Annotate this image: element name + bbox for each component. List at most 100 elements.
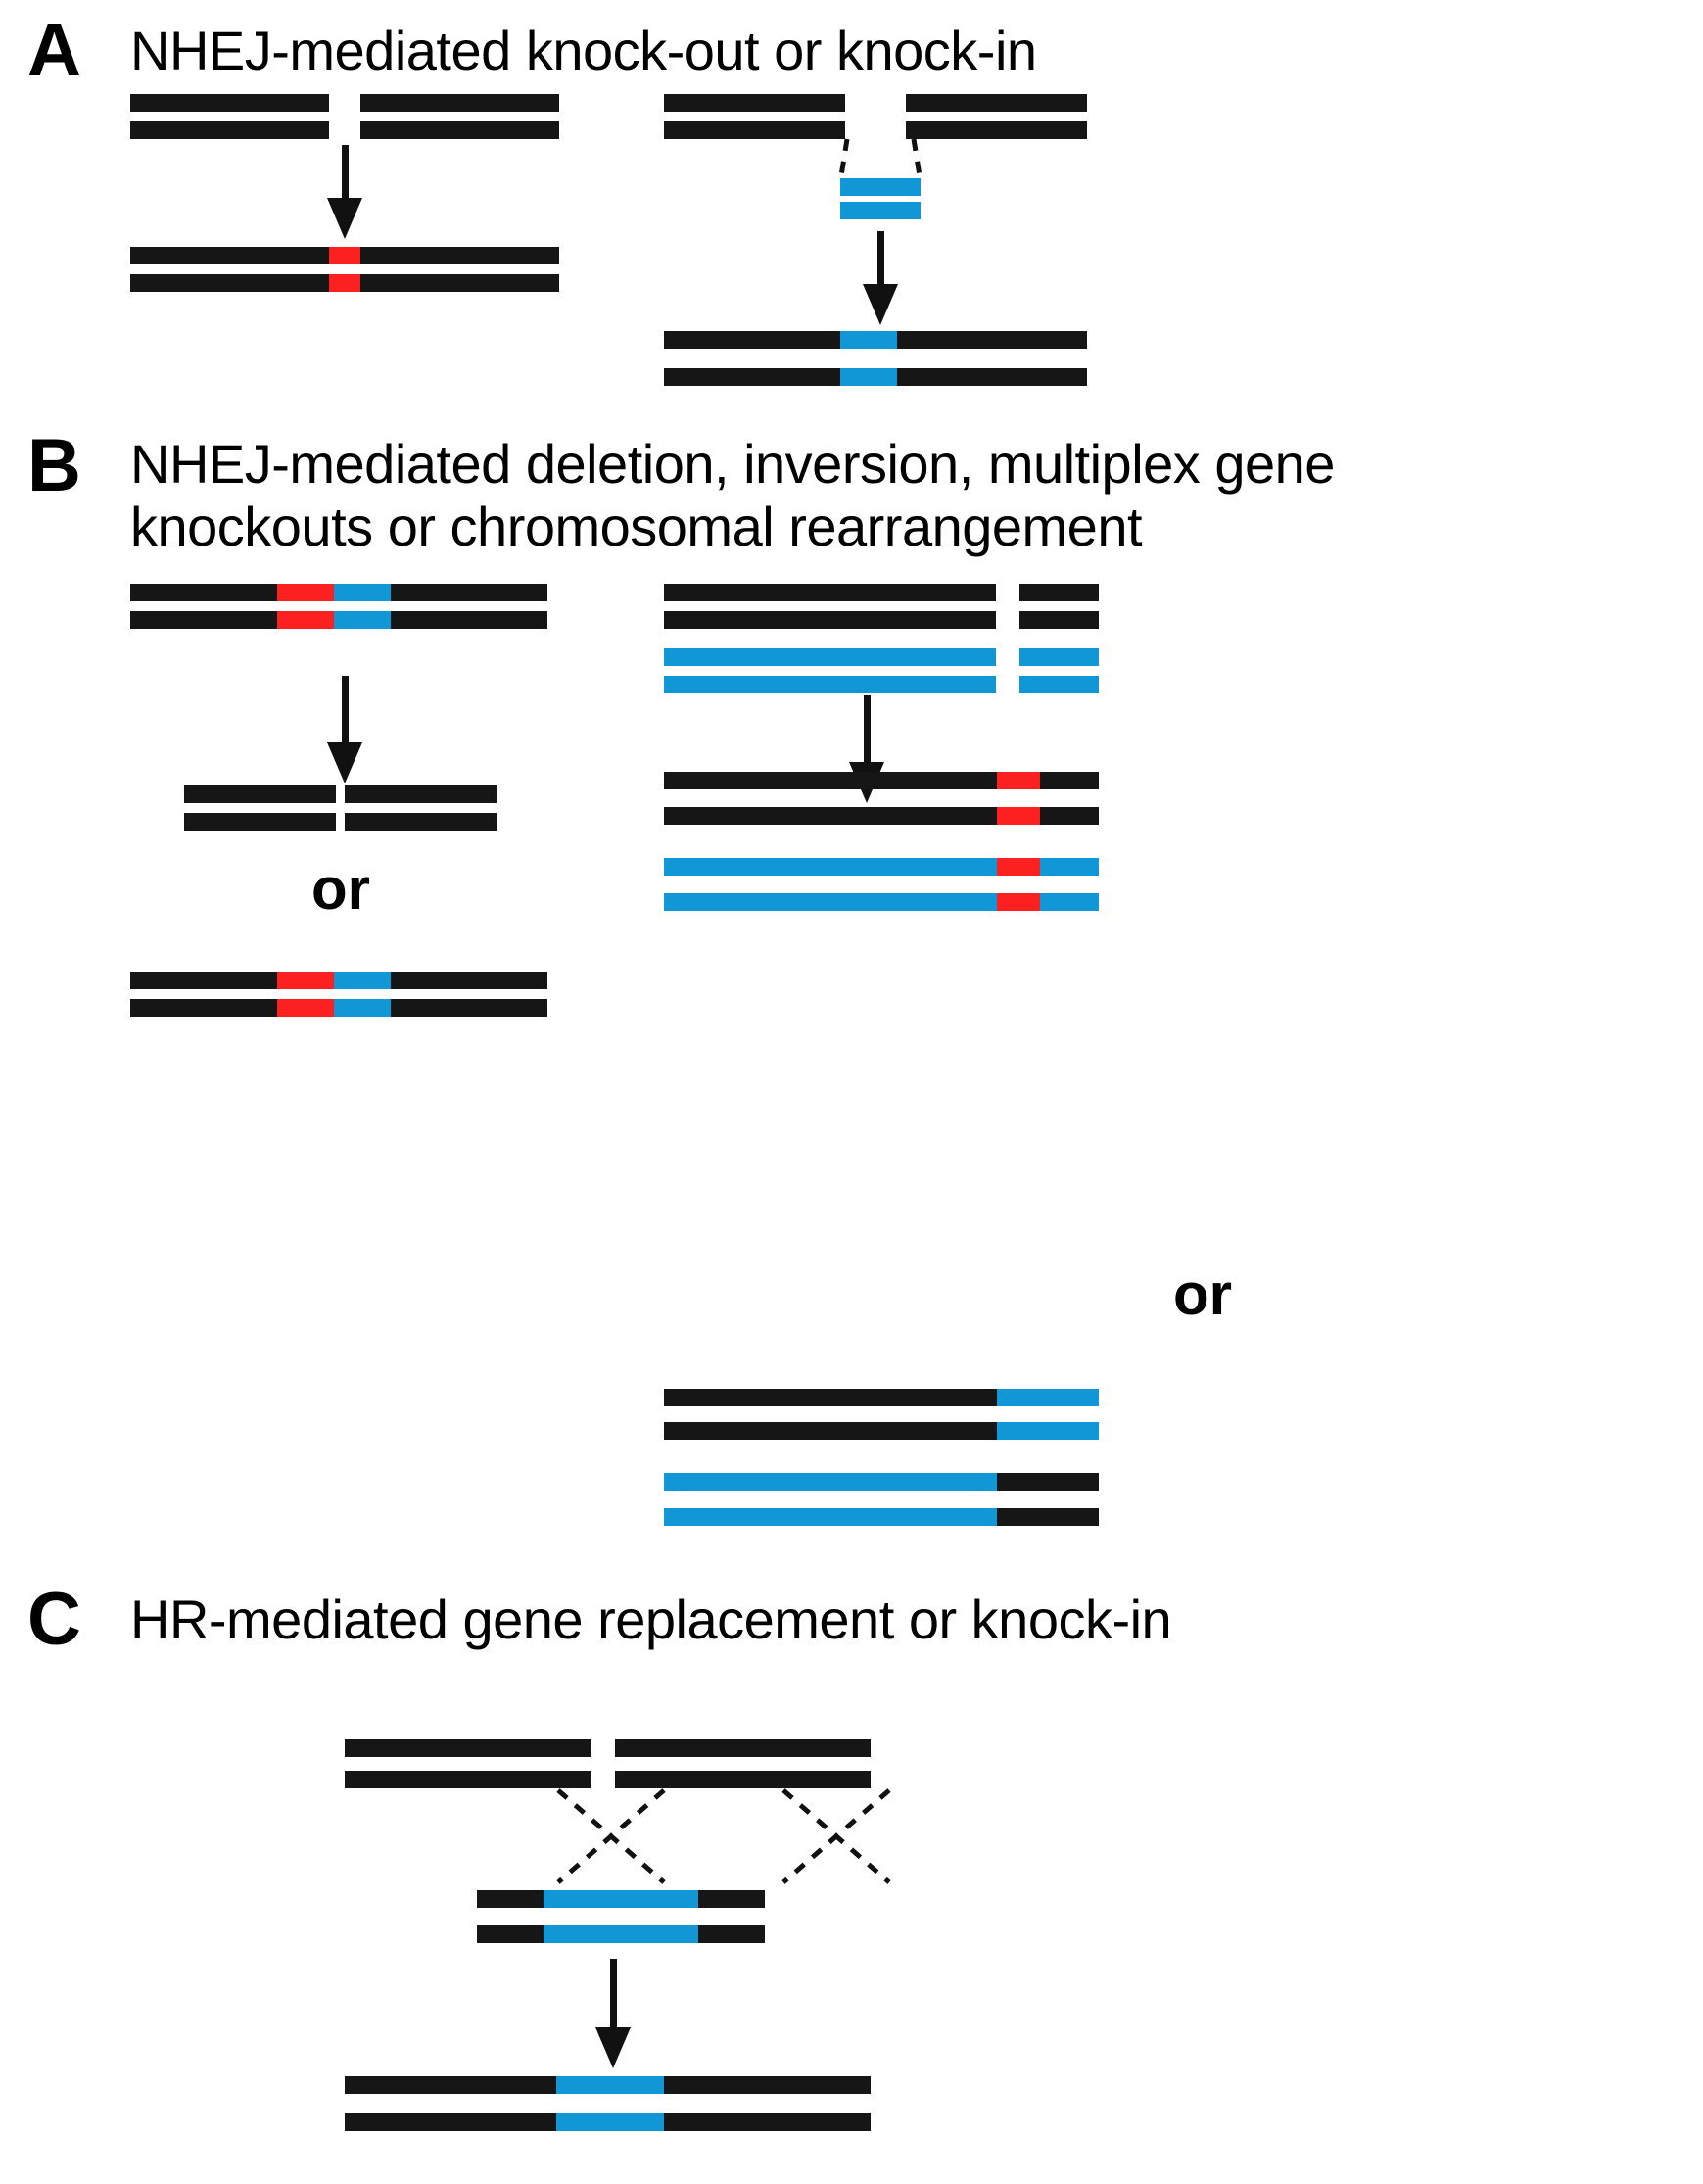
dna-segment-black <box>391 611 547 629</box>
dna-segment-black <box>1040 807 1099 825</box>
dna-segment-black <box>664 772 997 789</box>
dna-segment-black <box>664 2113 871 2131</box>
dna-segment-black <box>664 611 996 629</box>
dna-segment-black <box>360 121 559 139</box>
dna-segment-black <box>906 121 1087 139</box>
dna-segment-target-red <box>277 611 334 629</box>
dna-segment-black <box>360 274 559 292</box>
dna-segment-black <box>130 247 329 264</box>
panel-a-title: NHEJ-mediated knock-out or knock-in <box>130 20 1037 81</box>
dna-segment-donor-blue <box>1019 676 1099 693</box>
dna-segment-target-red <box>277 972 334 989</box>
dna-segment-black <box>130 999 277 1017</box>
dna-segment-donor-blue <box>840 178 921 196</box>
panel-a-left-after-strand-bottom <box>130 274 559 292</box>
dna-segment-black <box>345 813 497 831</box>
panel-a-right-donor-strand-bottom <box>840 202 921 219</box>
dna-segment-black <box>184 813 336 831</box>
dna-segment-black <box>897 368 1087 386</box>
dna-segment-gap <box>591 1771 615 1788</box>
dna-segment-black <box>391 999 547 1017</box>
dna-segment-homology-arm <box>477 1890 544 1908</box>
dna-segment-donor-blue <box>1019 648 1099 666</box>
dna-segment-black <box>1019 584 1099 601</box>
dna-segment-donor-blue <box>997 1389 1099 1406</box>
dna-segment-target-blue <box>334 972 391 989</box>
panel-b-left-or-label: or <box>311 856 370 922</box>
dna-segment-donor-blue <box>840 368 897 386</box>
dna-segment-black <box>664 1389 997 1406</box>
dna-segment-mutation-red <box>997 858 1040 876</box>
panel-b-right-outcome1-blue-bottom <box>664 893 1099 911</box>
dna-segment-black <box>345 2113 556 2131</box>
dna-segment-gap <box>591 1739 615 1757</box>
dna-segment-donor-blue <box>664 1473 997 1491</box>
panel-c-dashed-guides <box>556 1788 891 1884</box>
dna-segment-gap <box>996 611 1019 629</box>
panel-b-right-before-blue-bottom <box>664 676 1099 693</box>
dna-segment-gap <box>336 813 345 831</box>
dna-segment-black <box>897 331 1087 349</box>
dna-segment-donor-blue <box>544 1925 698 1943</box>
dna-segment-donor-blue <box>1040 893 1099 911</box>
panel-a-left-before-strand-top <box>130 94 559 112</box>
dna-segment-target-red <box>277 584 334 601</box>
panel-a-letter: A <box>27 9 81 92</box>
panel-b-right-before-black-top <box>664 584 1099 601</box>
panel-b-left-before-strand-bottom <box>130 611 547 629</box>
panel-b-right-outcome2-strand-3 <box>664 1473 1099 1491</box>
panel-a-right-before-strand-top <box>664 94 1087 112</box>
dna-segment-black <box>391 584 547 601</box>
panel-c-title: HR-mediated gene replacement or knock-in <box>130 1589 1172 1650</box>
panel-b-left-outcome2-strand-top <box>130 972 547 989</box>
dna-segment-black <box>391 972 547 989</box>
dna-segment-black <box>615 1739 871 1757</box>
panel-b-title-line-2: knockouts or chromosomal rearrangement <box>130 496 1143 557</box>
dna-segment-donor-blue <box>556 2076 664 2094</box>
dna-segment-homology-arm <box>698 1890 765 1908</box>
panel-c-down-arrow <box>595 1959 631 2068</box>
dna-segment-mutation-red <box>329 274 360 292</box>
dna-segment-donor-blue <box>544 1890 698 1908</box>
panel-a-right-down-arrow <box>863 231 898 325</box>
dna-segment-black <box>997 1508 1099 1526</box>
dna-segment-black <box>615 1771 871 1788</box>
dna-segment-donor-blue <box>664 676 996 693</box>
panel-a-right-before-strand-bottom <box>664 121 1087 139</box>
panel-b-left-down-arrow <box>327 676 362 783</box>
dna-segment-black <box>130 274 329 292</box>
panel-b-left-outcome1-strand-bottom <box>184 813 497 831</box>
panel-c-before-strand-bottom <box>345 1771 871 1788</box>
dna-segment-gap <box>336 785 345 803</box>
dna-segment-black <box>345 1739 591 1757</box>
dna-segment-black <box>664 584 996 601</box>
dna-segment-homology-arm <box>477 1925 544 1943</box>
dna-segment-donor-blue <box>840 202 921 219</box>
dna-segment-donor-blue <box>1040 858 1099 876</box>
panel-b-right-outcome2-strand-2 <box>664 1422 1099 1440</box>
dna-segment-donor-blue <box>997 1422 1099 1440</box>
panel-b-right-before-black-bottom <box>664 611 1099 629</box>
panel-a-left-before-strand-bottom <box>130 121 559 139</box>
dna-segment-black <box>664 121 845 139</box>
panel-b-right-before-blue-top <box>664 648 1099 666</box>
dna-segment-black <box>664 2076 871 2094</box>
dna-segment-target-blue <box>334 584 391 601</box>
panel-b-right-outcome1-black-top <box>664 772 1099 789</box>
dna-segment-donor-blue <box>556 2113 664 2131</box>
panel-a-left-down-arrow <box>327 145 362 239</box>
panel-b-right-outcome1-black-bottom <box>664 807 1099 825</box>
dna-segment-black <box>360 247 559 264</box>
dna-segment-gap <box>996 648 1019 666</box>
dna-segment-donor-blue <box>664 1508 997 1526</box>
dna-segment-black <box>130 94 329 112</box>
panel-b-right-outcome2-strand-4 <box>664 1508 1099 1526</box>
panel-a-right-after-strand-top <box>664 331 1087 349</box>
panel-a-right-donor-strand-top <box>840 178 921 196</box>
panel-a-right-dashed-guides <box>837 138 923 183</box>
dna-segment-donor-blue <box>664 858 997 876</box>
dna-segment-target-blue <box>334 999 391 1017</box>
dna-segment-black <box>997 1473 1099 1491</box>
dna-segment-black <box>345 2076 556 2094</box>
dna-segment-black <box>664 331 840 349</box>
